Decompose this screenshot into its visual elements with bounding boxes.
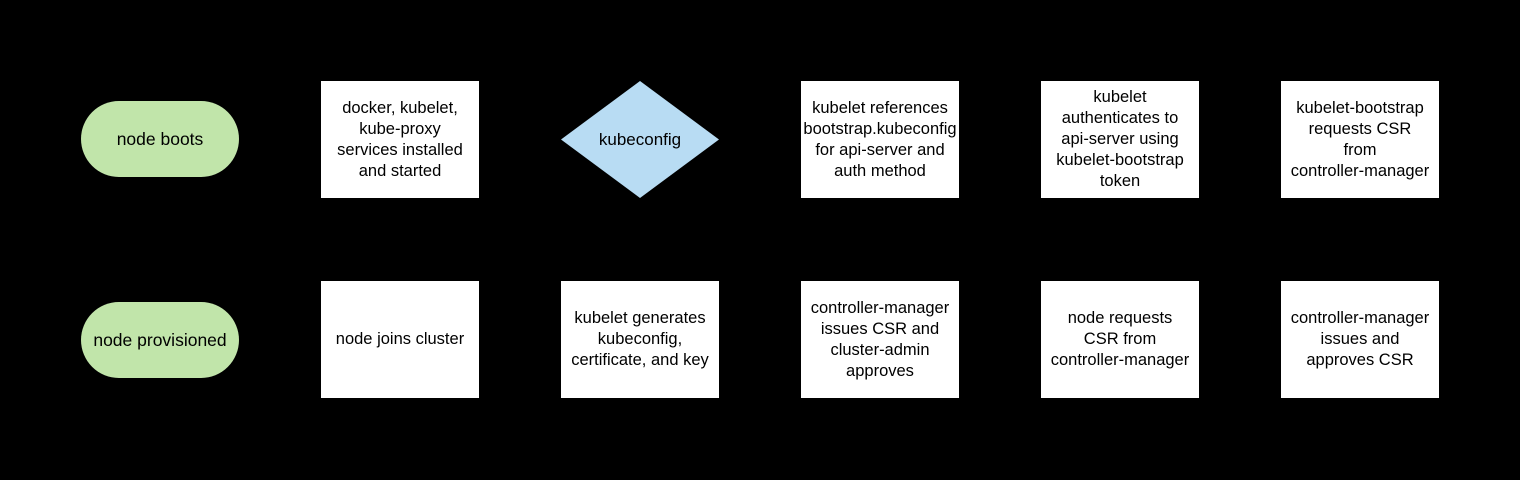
node-requests-csr-process: node requests CSR from controller-manage… xyxy=(1041,281,1199,398)
node-boots-label: node boots xyxy=(116,128,204,149)
node-boots-terminator: node boots xyxy=(81,101,239,177)
cm-issues-cluster-admin-approves-label: controller-manager issues CSR and cluste… xyxy=(810,298,950,380)
cm-issues-cluster-admin-approves-process: controller-manager issues CSR and cluste… xyxy=(801,281,959,398)
kubeconfig-decision-diamond: kubeconfig xyxy=(561,81,719,198)
kubelet-generates-process: kubelet generates kubeconfig, certificat… xyxy=(561,281,719,398)
node-requests-csr-label: node requests CSR from controller-manage… xyxy=(1050,309,1190,369)
kubelet-authenticates-process: kubelet authenticates to api-server usin… xyxy=(1041,81,1199,198)
kubelet-bootstrap-requests-csr-process: kubelet-bootstrap requests CSR from cont… xyxy=(1281,81,1439,198)
kubelet-bootstrap-requests-csr-label: kubelet-bootstrap requests CSR from cont… xyxy=(1290,98,1430,180)
kubelet-references-bootstrap-process: kubelet references bootstrap.kubeconfig … xyxy=(801,81,959,198)
node-provisioned-terminator: node provisioned xyxy=(81,302,239,378)
cm-issues-and-approves-label: controller-manager issues and approves C… xyxy=(1290,309,1430,369)
cm-issues-and-approves-process: controller-manager issues and approves C… xyxy=(1281,281,1439,398)
kubelet-authenticates-label: kubelet authenticates to api-server usin… xyxy=(1056,88,1184,190)
node-provisioned-label: node provisioned xyxy=(93,329,227,350)
kubelet-generates-label: kubelet generates kubeconfig, certificat… xyxy=(571,309,709,369)
node-joins-cluster-label: node joins cluster xyxy=(335,330,465,348)
node-joins-cluster-process: node joins cluster xyxy=(321,281,479,398)
kubelet-references-bootstrap-label: kubelet references bootstrap.kubeconfig … xyxy=(803,98,957,180)
services-installed-process: docker, kubelet, kube-proxy services ins… xyxy=(321,81,479,198)
services-installed-label: docker, kubelet, kube-proxy services ins… xyxy=(337,98,463,180)
kubeconfig-decision-label: kubeconfig xyxy=(598,130,682,149)
